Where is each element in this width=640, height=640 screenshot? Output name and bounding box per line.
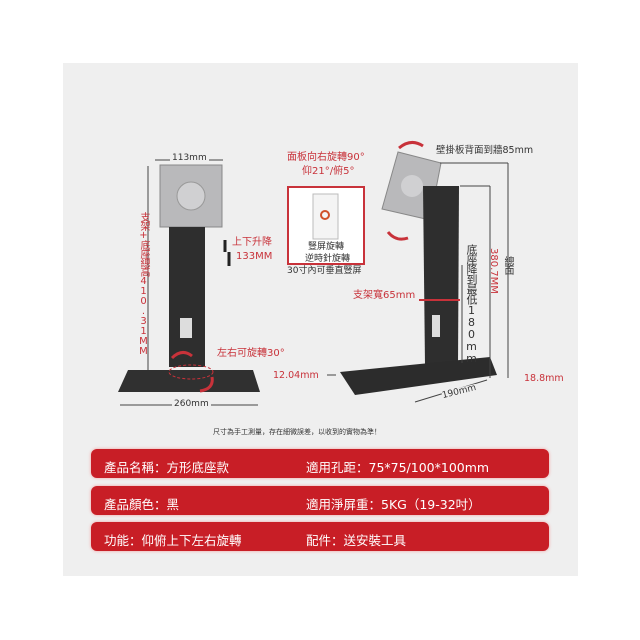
base-width-label: 260mm [172, 399, 211, 409]
column-width-label: 支架寬65mm [353, 290, 416, 301]
spec-weight: 適用淨屏重：5KG（19-32吋） [306, 497, 481, 512]
total-height-label: 支架+底座總高410.31MM [138, 212, 149, 356]
to-top-label: 總面 [502, 256, 513, 274]
plate-width-label: 113mm [170, 153, 209, 163]
right-stand-illustration [327, 141, 509, 403]
spec-row: 功能：仰俯上下左右旋轉 配件：送安裝工具 [91, 522, 549, 551]
min-height-label: 底座降到最低180mm [465, 244, 478, 364]
rotate-line2: 逆時針旋轉 [305, 254, 351, 264]
tilt-label: 仰21°/俯5° [302, 166, 355, 177]
spec-row: 產品名稱：方形底座款 適用孔距：75*75/100*100mm [91, 449, 549, 478]
max-height-label: 380.7MM [488, 248, 499, 294]
rotate-line3: 30寸內可垂直豎屏 [287, 266, 362, 276]
rotate-title: 面板向右旋轉90° [287, 152, 365, 163]
swivel-label: 左右可旋轉30° [217, 348, 285, 359]
spec-hole-spacing: 適用孔距：75*75/100*100mm [306, 460, 490, 475]
spec-name: 產品名稱：方形底座款 [104, 460, 230, 475]
base-thickness-right: 18.8mm [524, 373, 564, 384]
left-stand-illustration [118, 159, 260, 406]
spec-row: 產品顏色：黑 適用淨屏重：5KG（19-32吋） [91, 486, 549, 515]
rotate-line1: 豎屏旋轉 [308, 242, 345, 252]
spec-color: 產品顏色：黑 [104, 497, 180, 512]
measurement-note: 尺寸為手工測量，存在細微誤差，以收到的實物為準！ [213, 428, 381, 436]
spec-function: 功能：仰俯上下左右旋轉 [104, 533, 242, 548]
lift-label: 上下升降 [232, 237, 272, 248]
wall-distance-label: 壁掛板背面到牆85mm [436, 145, 534, 156]
base-thickness-left: 12.04mm [273, 370, 319, 381]
lift-value-label: 133MM [236, 251, 273, 262]
spec-accessories: 配件：送安裝工具 [306, 533, 407, 548]
